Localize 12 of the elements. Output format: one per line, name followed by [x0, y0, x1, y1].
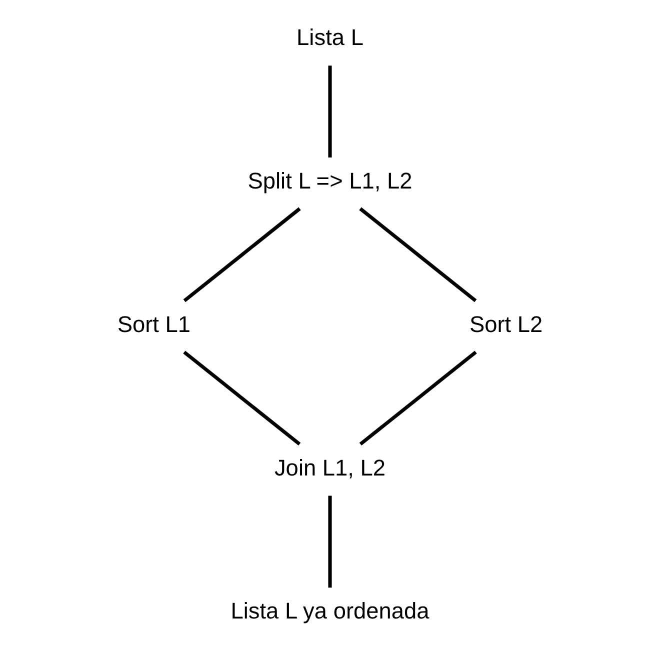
node-text: Lista L — [296, 24, 363, 50]
node-text: Lista L ya ordenada — [230, 598, 429, 624]
connector — [358, 350, 476, 446]
node-text: Sort L2 — [468, 310, 542, 337]
node-text: Join L1, L2 — [274, 454, 386, 480]
connector — [358, 207, 476, 302]
connector — [182, 350, 300, 446]
connector — [182, 207, 300, 302]
connector — [328, 496, 332, 588]
node-text: Sort L1 — [116, 310, 190, 337]
connector — [328, 66, 332, 158]
node-text: Split L => L1, L2 — [247, 168, 412, 194]
